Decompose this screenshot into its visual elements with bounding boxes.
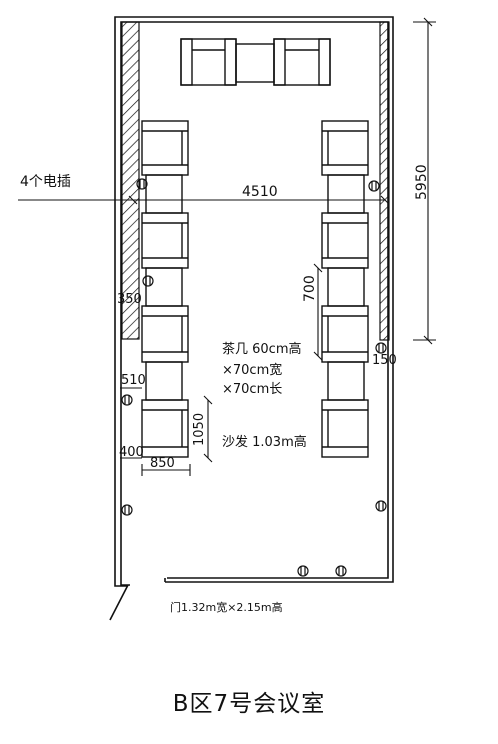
dimension-350-label: 350 xyxy=(117,292,142,307)
outlet-icon xyxy=(368,180,380,192)
dimension-150-label: 150 xyxy=(372,353,397,368)
table-note-line-2: ×70cm宽 xyxy=(222,362,282,378)
outlet-label: 4个电插 xyxy=(20,174,71,190)
outlet-icon xyxy=(375,342,387,354)
dimension-400-label: 400 xyxy=(119,445,144,460)
dimension-510-label: 510 xyxy=(121,373,146,388)
outlet-icon xyxy=(375,500,387,512)
outlet-icon xyxy=(335,565,347,577)
right-sofa-row xyxy=(321,120,369,458)
door-note: 门1.32m宽×2.15m高 xyxy=(170,600,283,614)
outlet-icon xyxy=(142,275,154,287)
dimension-lines xyxy=(18,17,436,476)
outlet-icon xyxy=(121,394,133,406)
top-sofa-right xyxy=(273,38,331,86)
outlet-icon xyxy=(297,565,309,577)
width-dimension-label: 4510 xyxy=(242,184,278,200)
top-sofa-left xyxy=(180,38,237,86)
left-sofa-row xyxy=(141,120,189,458)
room-walls xyxy=(109,16,394,621)
table-note-line-1: 茶几 60cm高 xyxy=(222,341,302,357)
right-wall-hatch xyxy=(379,21,390,341)
dimension-700-label: 700 xyxy=(302,275,318,302)
dimension-1050-label: 1050 xyxy=(192,413,207,446)
top-coffee-table xyxy=(235,43,275,83)
outlet-icon xyxy=(136,178,148,190)
height-dimension-label: 5950 xyxy=(414,164,430,200)
table-note-line-3: ×70cm长 xyxy=(222,382,282,397)
outlet-icon xyxy=(121,504,133,516)
dimension-850-label: 850 xyxy=(150,456,175,471)
page-title: B区7号会议室 xyxy=(172,691,326,717)
outlet-icons xyxy=(121,178,387,577)
sofa-note: 沙发 1.03m高 xyxy=(222,434,307,450)
